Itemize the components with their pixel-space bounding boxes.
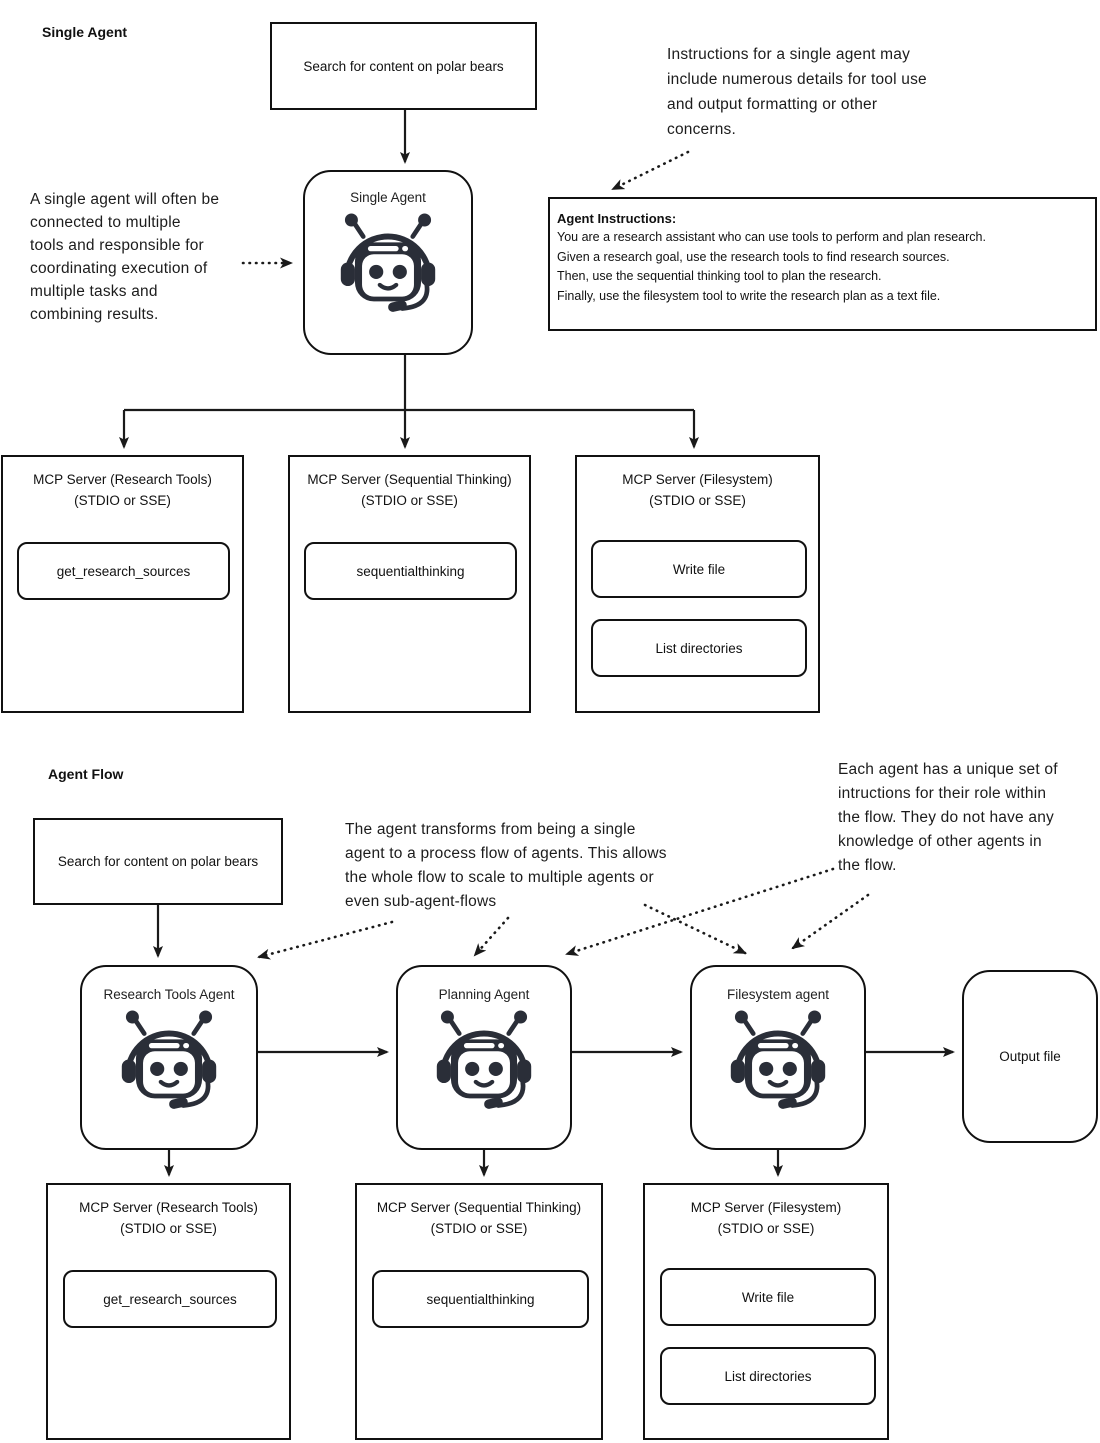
note-line: concerns. bbox=[667, 121, 736, 138]
agent-flow-search-task-box: Search for content on polar bears bbox=[33, 818, 283, 905]
note-line: tools and responsible for bbox=[30, 237, 204, 254]
filesystem-agent-label: Filesystem agent bbox=[726, 987, 830, 1002]
note-line: the flow. They do not have any bbox=[838, 809, 1054, 826]
mcp-server-subtitle: (STDIO or SSE) bbox=[74, 493, 171, 508]
mcp-server-filesystem-box: MCP Server (Filesystem) (STDIO or SSE) W… bbox=[575, 455, 820, 713]
search-task-label: Search for content on polar bears bbox=[57, 854, 259, 869]
agent-instructions-box: Agent Instructions: You are a research a… bbox=[548, 197, 1097, 331]
note-line: and output formatting or other bbox=[667, 96, 878, 113]
mcp-server-sequential-thinking-box: MCP Server (Sequential Thinking) (STDIO … bbox=[355, 1183, 603, 1440]
note-line: A single agent will often be bbox=[30, 191, 220, 208]
robot-agent-icon bbox=[719, 1004, 837, 1122]
single-agent-section-title: Single Agent bbox=[42, 24, 128, 40]
agent-flow-transform-note: The agent transforms from being a single… bbox=[345, 818, 735, 914]
note-line: include numerous details for tool use bbox=[667, 71, 927, 88]
mcp-server-title: MCP Server (Sequential Thinking) bbox=[307, 472, 512, 487]
tool-list-directories: List directories bbox=[591, 619, 807, 677]
agent-flow-section-title: Agent Flow bbox=[48, 766, 124, 782]
mcp-server-title: MCP Server (Filesystem) bbox=[690, 1200, 842, 1215]
mcp-server-subtitle: (STDIO or SSE) bbox=[430, 1221, 528, 1236]
note-line: Each agent has a unique set of bbox=[838, 761, 1058, 778]
planning-agent-card: Planning Agent bbox=[396, 965, 572, 1150]
tool-get-research-sources: get_research_sources bbox=[63, 1270, 277, 1328]
research-tools-agent-card: Research Tools Agent bbox=[80, 965, 258, 1150]
agent-instructions-heading: Agent Instructions: bbox=[557, 211, 677, 226]
mcp-server-subtitle: (STDIO or SSE) bbox=[717, 1221, 815, 1236]
filesystem-agent-card: Filesystem agent bbox=[690, 965, 866, 1150]
tool-sequentialthinking: sequentialthinking bbox=[372, 1270, 589, 1328]
single-agent-search-task-box: Search for content on polar bears bbox=[270, 22, 537, 110]
output-file-label: Output file bbox=[999, 1049, 1061, 1064]
search-task-label: Search for content on polar bears bbox=[303, 58, 504, 74]
tool-write-file: Write file bbox=[591, 540, 807, 598]
agent-flow-unique-note: Each agent has a unique set of intructio… bbox=[838, 758, 1098, 878]
single-agent-label: Single Agent bbox=[350, 190, 426, 205]
note-line: even sub-agent-flows bbox=[345, 893, 497, 910]
tool-get-research-sources: get_research_sources bbox=[17, 542, 230, 600]
mcp-server-title: MCP Server (Research Tools) bbox=[33, 472, 212, 487]
robot-agent-icon bbox=[425, 1004, 543, 1122]
mcp-server-title: MCP Server (Research Tools) bbox=[79, 1200, 258, 1215]
tool-sequentialthinking: sequentialthinking bbox=[304, 542, 517, 600]
mcp-server-subtitle: (STDIO or SSE) bbox=[649, 493, 746, 508]
single-agent-card: Single Agent bbox=[303, 170, 473, 355]
note-line: the whole flow to scale to multiple agen… bbox=[345, 869, 654, 886]
note-line: connected to multiple bbox=[30, 214, 181, 231]
mcp-server-title: MCP Server (Filesystem) bbox=[622, 472, 773, 487]
note-line: Instructions for a single agent may bbox=[667, 46, 911, 63]
note-line: the flow. bbox=[838, 857, 897, 874]
note-line: coordinating execution of bbox=[30, 260, 208, 277]
mcp-server-research-tools-box: MCP Server (Research Tools) (STDIO or SS… bbox=[46, 1183, 291, 1440]
mcp-server-title: MCP Server (Sequential Thinking) bbox=[376, 1200, 582, 1215]
robot-agent-icon bbox=[110, 1004, 228, 1122]
output-file-card: Output file bbox=[962, 970, 1098, 1143]
robot-agent-icon bbox=[329, 207, 447, 325]
tool-write-file: Write file bbox=[660, 1268, 876, 1326]
instruction-line: You are a research assistant who can use… bbox=[557, 230, 986, 244]
mcp-server-filesystem-box: MCP Server (Filesystem) (STDIO or SSE) W… bbox=[643, 1183, 889, 1440]
note-line: intructions for their role within bbox=[838, 785, 1047, 802]
note-line: multiple tasks and bbox=[30, 283, 158, 300]
mcp-server-research-tools-box: MCP Server (Research Tools) (STDIO or SS… bbox=[1, 455, 244, 713]
single-agent-left-note: A single agent will often be connected t… bbox=[30, 188, 260, 326]
note-line: knowledge of other agents in bbox=[838, 833, 1042, 850]
note-line: agent to a process flow of agents. This … bbox=[345, 845, 667, 862]
research-tools-agent-label: Research Tools Agent bbox=[103, 987, 235, 1002]
instruction-line: Given a research goal, use the research … bbox=[557, 249, 950, 264]
mcp-server-subtitle: (STDIO or SSE) bbox=[120, 1221, 217, 1236]
mcp-server-subtitle: (STDIO or SSE) bbox=[361, 493, 458, 508]
instruction-line: Then, use the sequential thinking tool t… bbox=[557, 269, 882, 283]
instruction-line: Finally, use the filesystem tool to writ… bbox=[557, 288, 941, 303]
mcp-server-sequential-thinking-box: MCP Server (Sequential Thinking) (STDIO … bbox=[288, 455, 531, 713]
single-agent-right-note: Instructions for a single agent may incl… bbox=[667, 42, 977, 142]
note-line: combining results. bbox=[30, 306, 159, 323]
planning-agent-label: Planning Agent bbox=[438, 987, 530, 1002]
tool-list-directories: List directories bbox=[660, 1347, 876, 1405]
note-line: The agent transforms from being a single bbox=[345, 821, 636, 838]
